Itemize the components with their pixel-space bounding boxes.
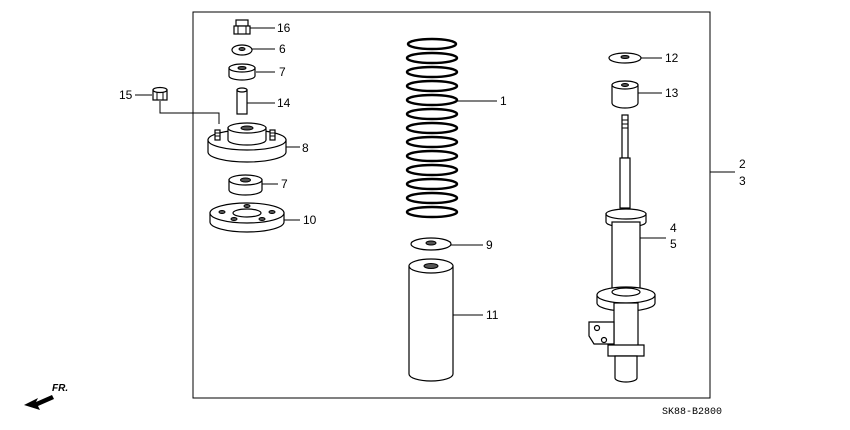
- callout-7-upper: 7: [279, 65, 286, 79]
- callout-8: 8: [302, 141, 309, 155]
- washer-part: [231, 44, 253, 56]
- bushing-upper-part: [228, 63, 256, 81]
- callout-7-lower: 7: [281, 177, 288, 191]
- callout-9: 9: [486, 238, 493, 252]
- callout-4: 4: [670, 221, 677, 235]
- leader-line: [159, 101, 220, 124]
- mount-base-part: [207, 122, 287, 163]
- strut-washer-part: [608, 52, 642, 64]
- front-direction-arrow-icon: [24, 395, 54, 410]
- direction-label: FR.: [52, 383, 68, 394]
- callout-15: 15: [119, 88, 133, 102]
- callout-5: 5: [670, 237, 677, 251]
- diagram-code: SK88-B2800: [662, 407, 722, 418]
- diagram-frame: [192, 11, 711, 399]
- bump-stop-part: [611, 80, 639, 109]
- callout-6: 6: [279, 42, 286, 56]
- callout-12: 12: [665, 51, 679, 65]
- collar-part: [236, 87, 248, 115]
- callout-10: 10: [303, 213, 317, 227]
- callout-14: 14: [277, 96, 291, 110]
- callout-11: 11: [486, 308, 499, 322]
- spacer-plate-part: [209, 202, 285, 233]
- shock-absorber-part: [588, 114, 656, 383]
- callout-16: 16: [277, 21, 291, 35]
- callout-1: 1: [500, 94, 507, 108]
- callout-13: 13: [665, 86, 679, 100]
- self-locking-nut-part: [152, 86, 168, 101]
- callout-2: 2: [739, 157, 746, 171]
- flange-nut-part: [233, 19, 251, 35]
- spring-seat-part: [410, 237, 452, 251]
- bushing-lower-part: [228, 174, 263, 196]
- coil-spring-part: [405, 37, 459, 219]
- callout-3: 3: [739, 174, 746, 188]
- dust-boot-part: [408, 258, 454, 382]
